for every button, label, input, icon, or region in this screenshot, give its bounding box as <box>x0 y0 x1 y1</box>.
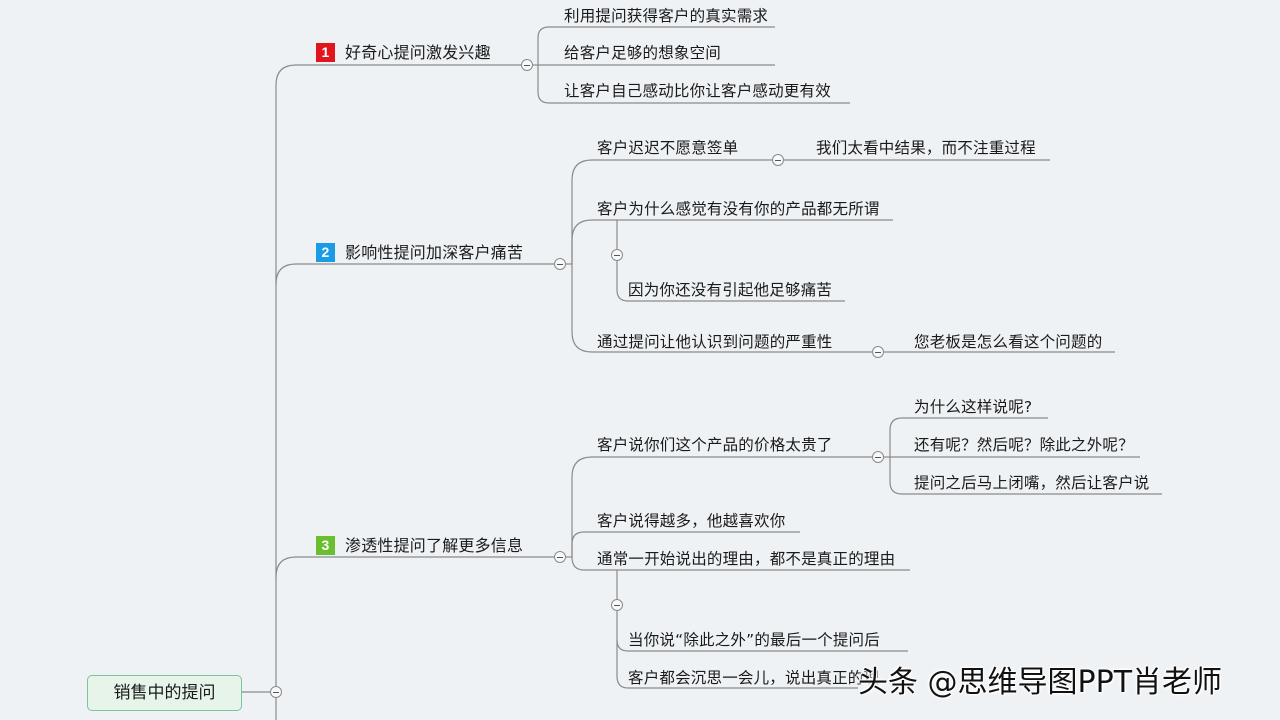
branch-1-child-1[interactable]: 利用提问获得客户的真实需求 <box>564 7 769 25</box>
root-node[interactable]: 销售中的提问 <box>87 675 242 711</box>
branch-3[interactable]: 3 渗透性提问了解更多信息 <box>316 536 523 556</box>
branch-2[interactable]: 2 影响性提问加深客户痛苦 <box>316 243 523 263</box>
branch-1-child-2[interactable]: 给客户足够的想象空间 <box>564 44 722 62</box>
watermark: 头条 @思维导图PPT肖老师 <box>858 665 1223 700</box>
root-collapse-toggle[interactable] <box>270 686 282 698</box>
branch-3-child-1-detail-3[interactable]: 提问之后马上闭嘴，然后让客户说 <box>914 474 1150 492</box>
branch-3-child-1-collapse-toggle[interactable] <box>872 451 884 463</box>
priority-2-icon: 2 <box>316 243 335 262</box>
branch-1-collapse-toggle[interactable] <box>521 59 533 71</box>
branch-3-child-3[interactable]: 通常一开始说出的理由，都不是真正的理由 <box>597 550 896 568</box>
branch-1-child-3[interactable]: 让客户自己感动比你让客户感动更有效 <box>564 82 831 100</box>
branch-2-collapse-toggle[interactable] <box>554 258 566 270</box>
branch-1-label: 好奇心提问激发兴趣 <box>345 43 491 62</box>
branch-3-child-3-detail-2[interactable]: 客户都会沉思一会儿，说出真正的理 <box>628 669 880 687</box>
branch-3-label: 渗透性提问了解更多信息 <box>345 536 524 555</box>
branch-2-child-2-detail[interactable]: 因为你还没有引起他足够痛苦 <box>628 281 833 299</box>
branch-2-child-3-detail[interactable]: 您老板是怎么看这个问题的 <box>914 333 1103 351</box>
branch-2-child-3[interactable]: 通过提问让他认识到问题的严重性 <box>597 333 833 351</box>
branch-2-child-2-collapse-toggle[interactable] <box>611 249 623 261</box>
branch-3-child-1[interactable]: 客户说你们这个产品的价格太贵了 <box>597 436 833 454</box>
branch-3-collapse-toggle[interactable] <box>554 551 566 563</box>
branch-2-child-2[interactable]: 客户为什么感觉有没有你的产品都无所谓 <box>597 200 880 218</box>
branch-3-child-3-collapse-toggle[interactable] <box>611 599 623 611</box>
branch-2-label: 影响性提问加深客户痛苦 <box>345 243 524 262</box>
branch-2-child-1[interactable]: 客户迟迟不愿意签单 <box>597 139 739 157</box>
priority-1-icon: 1 <box>316 43 335 62</box>
root-label: 销售中的提问 <box>113 683 216 703</box>
branch-1[interactable]: 1 好奇心提问激发兴趣 <box>316 43 491 63</box>
branch-3-child-2[interactable]: 客户说得越多，他越喜欢你 <box>597 512 786 530</box>
branch-3-child-1-detail-1[interactable]: 为什么这样说呢? <box>914 398 1033 416</box>
branch-3-child-1-detail-2[interactable]: 还有呢？然后呢？除此之外呢？ <box>914 436 1134 454</box>
branch-3-child-3-detail-1[interactable]: 当你说“除此之外”的最后一个提问后 <box>628 631 880 649</box>
branch-2-child-1-detail[interactable]: 我们太看中结果，而不注重过程 <box>816 139 1036 157</box>
branch-2-child-1-collapse-toggle[interactable] <box>772 154 784 166</box>
priority-3-icon: 3 <box>316 536 335 555</box>
branch-2-child-3-collapse-toggle[interactable] <box>872 346 884 358</box>
